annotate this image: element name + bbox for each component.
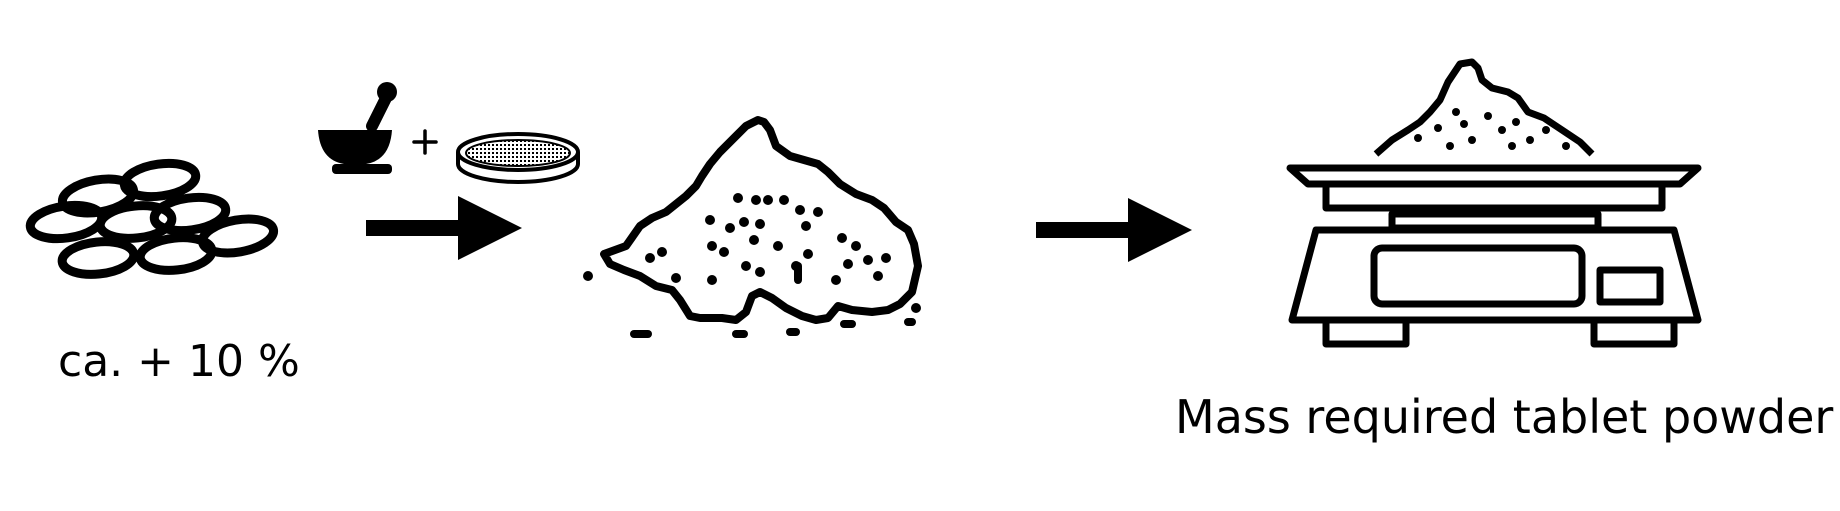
plus-operator xyxy=(412,129,438,155)
sieve-icon xyxy=(456,132,580,184)
powder-pile-icon xyxy=(583,116,922,338)
mass-required-label: Mass required tablet powder xyxy=(1175,390,1834,444)
scale-with-powder-icon xyxy=(1286,58,1702,348)
right-arrow-icon xyxy=(1036,198,1192,262)
tablets-icon xyxy=(25,158,279,279)
mortar-pestle-icon xyxy=(318,82,397,174)
tablet-excess-label: ca. + 10 % xyxy=(58,336,300,387)
right-arrow-icon xyxy=(366,196,522,260)
